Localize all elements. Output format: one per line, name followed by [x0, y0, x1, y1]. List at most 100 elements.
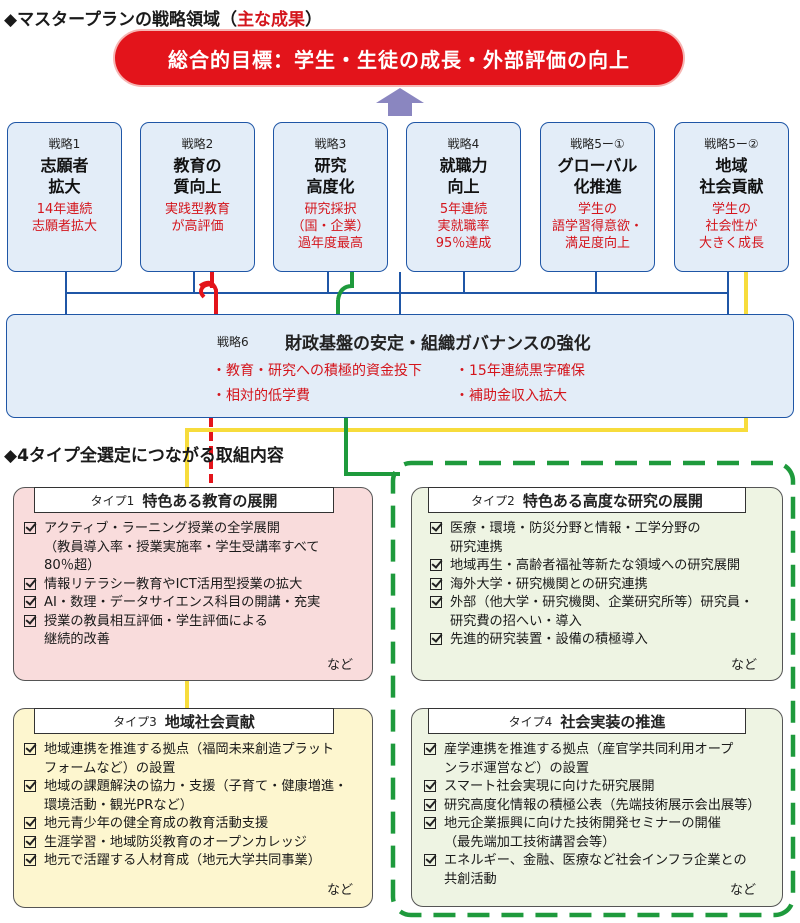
overall-goal-banner: 総合的目標：学生・生徒の成長・外部評価の向上	[115, 31, 683, 85]
checklist-item-text: 環境活動・観光PRなど）	[44, 797, 193, 813]
checklist-item-text: 生涯学習・地域防災教育のオープンカレッジ	[44, 834, 307, 850]
checkbox-checked-icon	[424, 817, 436, 829]
strategy-name-line: グローバル	[557, 156, 638, 175]
checklist-item-text: 産学連携を推進する拠点（産官学共同利用オープ	[444, 742, 734, 757]
strategy-result-line: 満足度向上	[564, 236, 630, 251]
more-label: など	[327, 883, 354, 898]
checkbox-checked-icon	[424, 798, 436, 811]
strategy-number: 戦略4	[447, 137, 480, 151]
checklist-item-text: 地域連携を推進する拠点（福岡未来創造プラット	[44, 742, 335, 757]
strategy-result-line: （国・企業）	[291, 219, 370, 234]
checkbox-checked-icon	[430, 596, 442, 608]
strategy-name-line: 拡大	[48, 177, 81, 196]
strategy-number: 戦略5ー①	[570, 137, 625, 151]
checklist-item-text: ンラボ運営など）の設置	[444, 760, 590, 776]
strategy-name: 志願者拡大	[8, 155, 121, 197]
checklist-item-text: 研究連携	[450, 539, 503, 555]
checkbox-checked-icon	[24, 614, 36, 627]
more-label: など	[731, 658, 758, 673]
strategy-box: 戦略5ー① グローバル化推進学生の語学習得意欲・満足度向上	[540, 122, 655, 272]
checkbox-checked-icon	[24, 835, 36, 848]
strategy-name-line: 質向上	[173, 177, 222, 196]
checklist-item: 医療・環境・防災分野と情報・工学分野の研究連携	[430, 520, 780, 557]
checklist-item-text: エネルギー、金融、医療など社会インフラ企業との	[444, 853, 747, 868]
checklist-item: 地元で活躍する人材育成（地元大学共同事業）	[24, 852, 369, 871]
strategy-name: グローバル化推進	[541, 155, 654, 197]
strategy-result: 実践型教育が高評価	[141, 201, 254, 235]
checklist-item-text: （教員導入率・授業実施率・学生受講率すべて	[44, 539, 320, 555]
checklist-item-text: 地域再生・高齢者福祉等新たな領域への研究展開	[450, 558, 741, 573]
strategy-name-line: 社会貢献	[699, 177, 764, 196]
checklist-item-text: アクティブ・ラーニング授業の全学展開	[44, 521, 280, 536]
strategy-result-line: 95％達成	[435, 236, 492, 251]
checklist-item: スマート社会実現に向けた研究展開	[424, 778, 780, 797]
checklist-item: 先進的研究装置・設備の積極導入	[430, 631, 780, 650]
strategy-result-line: 語学習得意欲・	[551, 219, 643, 234]
checklist-item-text: スマート社会実現に向けた研究展開	[444, 779, 655, 794]
checklist-item: 地元企業振興に向けた技術開発セミナーの開催 （最先端加工技術講習会等）	[424, 815, 780, 852]
checklist-item: AI・数理・データサイエンス科目の開講・充実	[24, 594, 369, 613]
checkbox-checked-icon	[424, 743, 436, 755]
checkbox-checked-icon	[24, 577, 36, 590]
strategy6-item: ・補助金収入拡大	[455, 388, 567, 404]
checklist-item: 地域連携を推進する拠点（福岡未来創造プラットフォームなど）の設置	[24, 741, 369, 778]
strategy-name-line: 高度化	[306, 177, 355, 196]
checkbox-checked-icon	[24, 596, 36, 608]
checkbox-checked-icon	[24, 780, 36, 792]
strategy6-item: ・相対的低学費	[212, 388, 310, 404]
strategy6-item: ・教育・研究への積極的資金投下	[212, 363, 422, 379]
strategy-result-line: 学生の	[711, 202, 751, 217]
checklist-item-text: 共創活動	[444, 871, 497, 887]
checklist-item: 情報リテラシー教育やICT活用型授業の拡大	[24, 576, 369, 595]
strategy-number: 戦略3	[314, 137, 347, 151]
strategy-name-line: 向上	[447, 177, 480, 196]
strategy-result-line: 過年度最高	[297, 236, 363, 251]
strategy-name-line: 志願者	[40, 156, 89, 175]
checklist-item: 生涯学習・地域防災教育のオープンカレッジ	[24, 834, 369, 853]
strategy-result-line: 14年連続	[36, 202, 93, 217]
strategy-result-line: 大きく成長	[698, 236, 764, 251]
strategy-result-line: 5年連続	[439, 202, 488, 217]
strategy-name-line: 化推進	[573, 177, 622, 196]
checklist-item-text: （最先端加工技術講習会等）	[444, 834, 616, 850]
checklist-item-text: 継続的改善	[44, 632, 110, 647]
checkbox-checked-icon	[24, 854, 36, 866]
checkbox-checked-icon	[430, 577, 442, 590]
checklist: 地域連携を推進する拠点（福岡未来創造プラットフォームなど）の設置地域の課題解決の…	[24, 741, 369, 871]
checklist-item-text: 80％超）	[44, 558, 101, 573]
checkbox-checked-icon	[424, 854, 436, 866]
checkbox-checked-icon	[24, 522, 36, 534]
strategy-result-line: 学生の	[577, 202, 617, 217]
checklist-item-text: 先進的研究装置・設備の積極導入	[450, 632, 648, 647]
checkbox-checked-icon	[24, 743, 36, 755]
strategy6-item: ・15年連続黒字確保	[455, 363, 585, 379]
strategy-name-line: 研究	[314, 156, 347, 175]
section-title-four-types: ◆4タイプ全選定につながる取組内容	[4, 446, 284, 466]
checkbox-checked-icon	[430, 522, 442, 534]
strategy-result: 学生の語学習得意欲・満足度向上	[541, 201, 654, 252]
section-title-master-plan: ◆マスタープランの戦略領域（主な成果）	[4, 10, 323, 30]
strategy-number: 戦略5ー②	[704, 137, 759, 151]
checklist-item-text: 情報リテラシー教育やICT活用型授業の拡大	[44, 576, 303, 592]
checklist-item-text: 海外大学・研究機関との研究連携	[450, 576, 648, 592]
checklist-item: エネルギー、金融、医療など社会インフラ企業との共創活動	[424, 852, 780, 889]
checklist-item-text: 研究費の招へい・導入	[450, 613, 582, 629]
checklist-item-text: 地元企業振興に向けた技術開発セミナーの開催	[444, 816, 721, 831]
strategy-result: 14年連続志願者拡大	[8, 201, 121, 235]
checklist-item: アクティブ・ラーニング授業の全学展開 （教員導入率・授業実施率・学生受講率すべて 8…	[24, 520, 369, 576]
strategy6-number: 戦略6	[217, 335, 249, 349]
more-label: など	[730, 883, 757, 898]
strategy-name-line: 教育の	[173, 156, 222, 175]
